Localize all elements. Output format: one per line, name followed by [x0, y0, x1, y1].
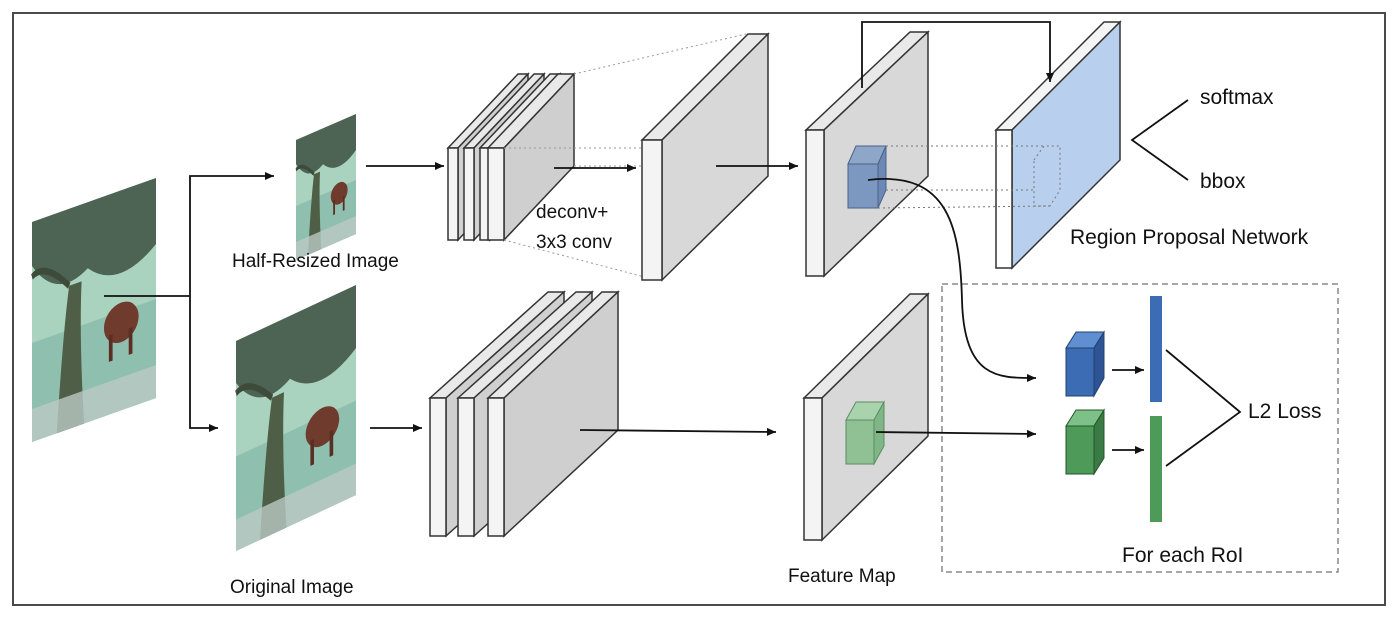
fc-bar-blue [1150, 296, 1162, 402]
bottom-conv-stack [428, 290, 620, 538]
label-rpn: Region Proposal Network [1070, 226, 1309, 249]
roi-box [941, 283, 1339, 573]
label-original: Original Image [230, 577, 354, 598]
label-half-resized: Half-Resized Image [232, 251, 399, 272]
label-softmax: softmax [1200, 86, 1274, 109]
roi-cube-green [1065, 408, 1105, 476]
proposal-cube [847, 145, 887, 209]
label-l2-loss: L2 Loss [1248, 400, 1322, 423]
rpn-projection [877, 145, 1061, 209]
feature-cube [845, 400, 885, 466]
label-deconv-1: deconv+ [536, 202, 608, 223]
label-feature-map: Feature Map [788, 566, 896, 587]
diagram-frame [12, 12, 1386, 606]
roi-cube-blue [1065, 330, 1105, 398]
top-conv-stack [446, 72, 576, 242]
fc-bar-green [1150, 416, 1162, 522]
label-deconv-2: 3x3 conv [536, 232, 613, 253]
deconv-layer [640, 32, 770, 282]
label-for-each-roi: For each RoI [1122, 544, 1243, 567]
half-resized-image [294, 112, 358, 262]
original-image [236, 285, 356, 551]
arrows [104, 21, 1242, 467]
input-image [32, 178, 156, 442]
label-bbox: bbox [1200, 170, 1246, 193]
